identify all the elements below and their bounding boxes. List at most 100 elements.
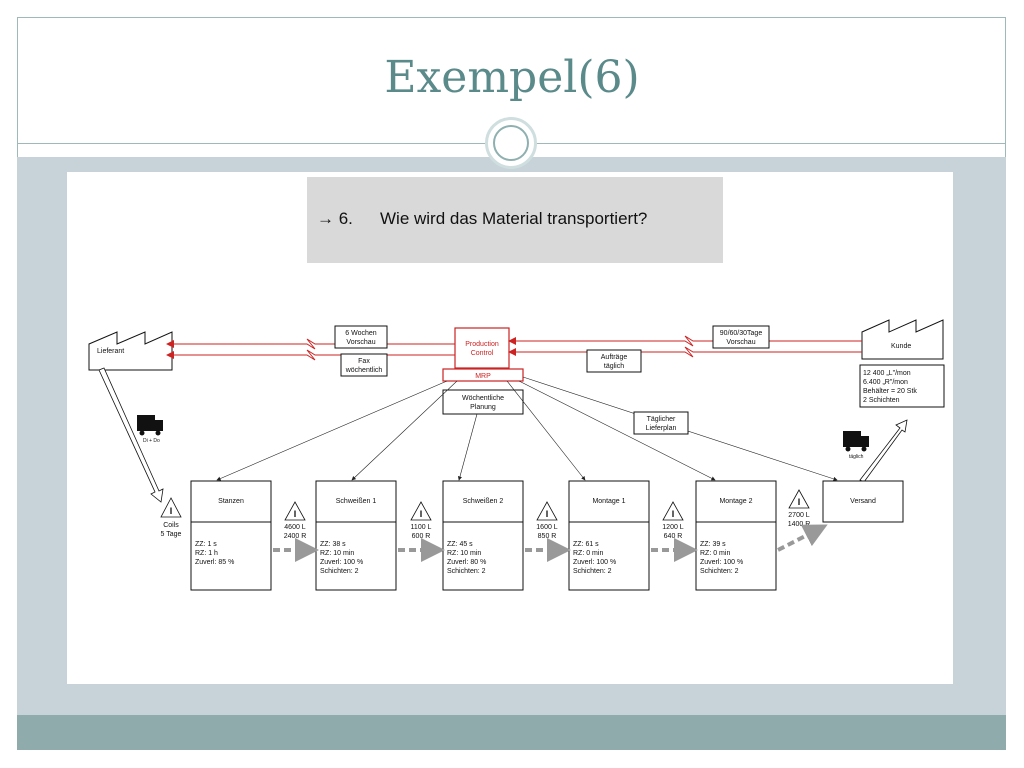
supplier-label: Lieferant [97,348,124,355]
process-versand: Versand [822,480,904,523]
shipment-arrow-in [98,367,164,503]
customer-data-line: 2 Schichten [863,397,900,404]
supplier-factory-icon: Lieferant [88,331,173,371]
process-data: ZZ: 1 s [195,541,217,548]
process-data: ZZ: 39 s [700,541,726,548]
process-data: Schichten: 2 [447,568,486,575]
customer-data-line: Behälter = 20 Stk [863,388,917,395]
info-arrows-supplier [166,338,455,361]
inventory-label: 4600 L [284,524,306,531]
process-data: Zuverl: 100 % [700,559,743,566]
process-data: RZ: 0 min [700,550,730,557]
truck-in-icon: Di + Do [137,415,163,444]
process-data: RZ: 1 h [195,550,218,557]
raw-inventory-label: 5 Tage [161,531,182,538]
mrp-label: MRP [475,373,491,380]
customer-data-line: 6.400 „R"/mon [863,379,908,386]
supplier-fax-label: Fax [358,358,370,365]
inventory-icon: I 2700 L 1400 R [788,489,811,528]
production-control-label: Production [465,341,499,348]
daily-plan-box: Täglicher Lieferplan [633,411,689,435]
supplier-fax-box: Fax wöchentlich [340,353,388,377]
supplier-forecast-label: Vorschau [346,339,375,346]
process-data: ZZ: 38 s [320,541,346,548]
mrp-box: MRP [442,368,524,382]
customer-orders-box: Aufträge täglich [586,349,642,373]
svg-text:I: I [672,509,675,519]
customer-label: Kunde [891,343,911,350]
customer-data-line: 12 400 „L"/mon [863,370,911,377]
process-data: Zuverl: 85 % [195,559,234,566]
process-stanzen: Stanzen ZZ: 1 s RZ: 1 h Zuverl: 85 % [190,480,272,591]
question-number: → 6. [317,209,353,228]
raw-inventory-label: Coils [163,522,179,529]
shipping-label: Versand [850,498,876,505]
daily-plan-label: Täglicher [647,416,676,423]
production-control-label: Control [471,350,494,357]
process-data: Zuverl: 100 % [573,559,616,566]
inventory-icon: I 1600 L 850 R [536,501,558,540]
divider-ring-inner [493,125,529,161]
process-data: Zuverl: 100 % [320,559,363,566]
inventory-label: 850 R [538,533,557,540]
customer-orders-label: täglich [604,363,624,370]
slide-content: → 6. Wie wird das Material transportiert… [67,172,953,684]
process-schweissen-2: Schweißen 2 ZZ: 45 s RZ: 10 min Zuverl: … [442,480,524,591]
question-text: Wie wird das Material transportiert? [380,209,648,228]
shipment-arrow-out [859,419,908,483]
inventory-label: 1100 L [411,524,432,531]
process-data: ZZ: 45 s [447,541,473,548]
raw-inventory-icon: I Coils 5 Tage [160,497,182,538]
inventory-label: 1600 L [536,524,558,531]
process-name: Schweißen 2 [463,498,504,505]
process-data: RZ: 10 min [447,550,481,557]
svg-text:I: I [294,509,297,519]
inventory-label: 2400 R [284,533,307,540]
production-control-box: Production Control [454,327,510,369]
process-data: RZ: 10 min [320,550,354,557]
slide-title: Exempel(6) [384,52,640,103]
inventory-label: 640 R [664,533,683,540]
supplier-forecast-label: 6 Wochen [345,330,376,337]
inventory-label: 2700 L [788,512,810,519]
customer-forecast-box: 90/60/30Tage Vorschau [712,325,770,349]
svg-text:I: I [420,509,423,519]
process-data: Zuverl: 80 % [447,559,486,566]
divider-ring-icon [485,117,537,169]
inventory-label: 600 R [412,533,431,540]
schedule-lines [216,376,838,481]
process-data: Schichten: 2 [700,568,739,575]
customer-orders-label: Aufträge [601,354,628,361]
inventory-label: 1400 R [788,521,811,528]
process-name: Montage 2 [719,498,752,505]
truck-out-label: täglich [849,454,864,460]
supplier-forecast-box: 6 Wochen Vorschau [334,325,388,349]
customer-factory-icon: Kunde [861,319,944,360]
process-data: Schichten: 2 [573,568,612,575]
weekly-planning-label: Wöchentliche [462,395,504,402]
process-name: Stanzen [218,498,244,505]
process-data: Schichten: 2 [320,568,359,575]
truck-in-label: Di + Do [143,438,160,444]
truck-out-icon: täglich [843,431,869,460]
weekly-planning-box: Wöchentliche Planung [442,389,524,415]
process-data: RZ: 0 min [573,550,603,557]
push-arrows [273,524,828,562]
weekly-planning-label: Planung [470,404,496,411]
info-arrows-customer [508,335,862,358]
question-box: → 6. Wie wird das Material transportiert… [307,177,723,263]
value-stream-map: Lieferant Kunde 12 400 „L"/mon 6.400 „R"… [88,319,945,591]
process-montage-1: Montage 1 ZZ: 61 s RZ: 0 min Zuverl: 100… [568,480,650,591]
process-name: Schweißen 1 [336,498,377,505]
inventory-label: 1200 L [662,524,684,531]
inventory-icon: I 1200 L 640 R [662,501,684,540]
process-schweissen-1: Schweißen 1 ZZ: 38 s RZ: 10 min Zuverl: … [315,480,397,591]
supplier-fax-label: wöchentlich [345,367,383,374]
process-montage-2: Montage 2 ZZ: 39 s RZ: 0 min Zuverl: 100… [695,480,777,591]
daily-plan-label: Lieferplan [646,425,677,432]
customer-data-box: 12 400 „L"/mon 6.400 „R"/mon Behälter = … [859,364,945,408]
svg-text:I: I [546,509,549,519]
footer-band [17,715,1006,750]
inventory-icon: I 4600 L 2400 R [284,501,307,540]
inventory-icon: I 1100 L 600 R [410,501,432,540]
